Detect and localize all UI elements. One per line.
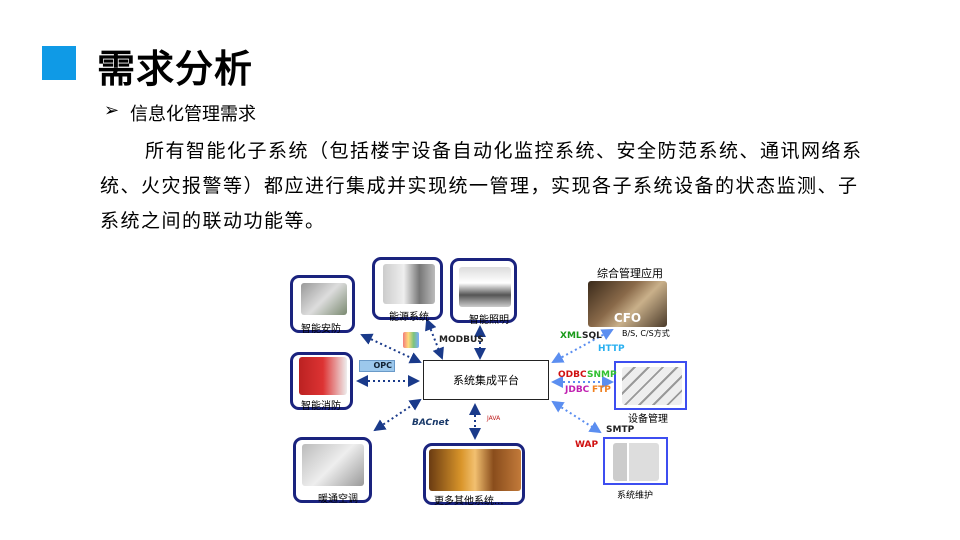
- app-title: 综合管理应用: [597, 267, 663, 280]
- subsystem-hvac: 暖通空调: [293, 437, 372, 505]
- jdbc-label: JDBC: [565, 385, 590, 395]
- subsystem-label: 智能照明: [469, 315, 509, 326]
- cfo-meeting-image: CFO: [588, 281, 667, 327]
- xml-label: XML: [560, 331, 582, 341]
- other-systems-image: [429, 449, 521, 491]
- subsystem-label: 更多其他系统...: [434, 496, 504, 507]
- smtp-label: SMTP: [606, 425, 635, 435]
- subtitle: 信息化管理需求: [130, 104, 256, 125]
- http-label: HTTP: [598, 344, 625, 354]
- energy-devices-image: [383, 264, 435, 304]
- lighting-devices-image: [459, 267, 511, 307]
- subsystem-label: 智能消防: [301, 401, 341, 412]
- maintenance-label: 系统维护: [617, 491, 654, 501]
- subsystem-lighting: 智能照明: [450, 258, 517, 326]
- subsystem-label: 能源系统: [389, 312, 429, 323]
- fire-devices-image: [299, 357, 347, 395]
- modbus-label: MODBUS: [439, 335, 484, 345]
- maintenance-box: [603, 437, 668, 485]
- subsystem-fire: 智能消防: [290, 352, 353, 412]
- device-management-label: 设备管理: [628, 414, 668, 425]
- odbc-label: ODBC: [558, 370, 587, 380]
- device-management-box: [614, 361, 687, 410]
- lonmark-logo: [403, 332, 419, 348]
- subsystem-label: 智能安防: [301, 324, 341, 335]
- slide-title: 需求分析: [97, 47, 254, 91]
- java-logo: JAVA: [487, 415, 501, 422]
- security-devices-image: [301, 283, 347, 315]
- subsystem-more: 更多其他系统...: [423, 443, 525, 507]
- integration-platform: 系统集成平台: [423, 360, 549, 400]
- subsystem-security: 智能安防: [290, 275, 355, 335]
- wap-label: WAP: [575, 440, 599, 450]
- bs-cs-label: B/S, C/S方式: [622, 329, 670, 338]
- bullet-arrow-icon: ➢: [104, 100, 120, 121]
- computers-icon: [622, 367, 682, 405]
- subsystem-energy: 能源系统: [372, 257, 443, 323]
- bacnet-logo: BACnet: [412, 418, 449, 428]
- snmp-label: SNMP: [587, 370, 617, 380]
- hvac-devices-image: [302, 444, 364, 486]
- workstation-icon: [613, 443, 659, 481]
- subsystem-label: 暖通空调: [318, 494, 358, 505]
- paragraph: 所有智能化子系统（包括楼宇设备自动化监控系统、安全防范系统、通讯网络系统、火灾报…: [100, 140, 863, 232]
- sql-label: SQL: [582, 331, 602, 341]
- ftp-label: FTP: [592, 385, 611, 395]
- opc-logo: OPC: [359, 360, 395, 372]
- title-accent-square: [42, 46, 76, 80]
